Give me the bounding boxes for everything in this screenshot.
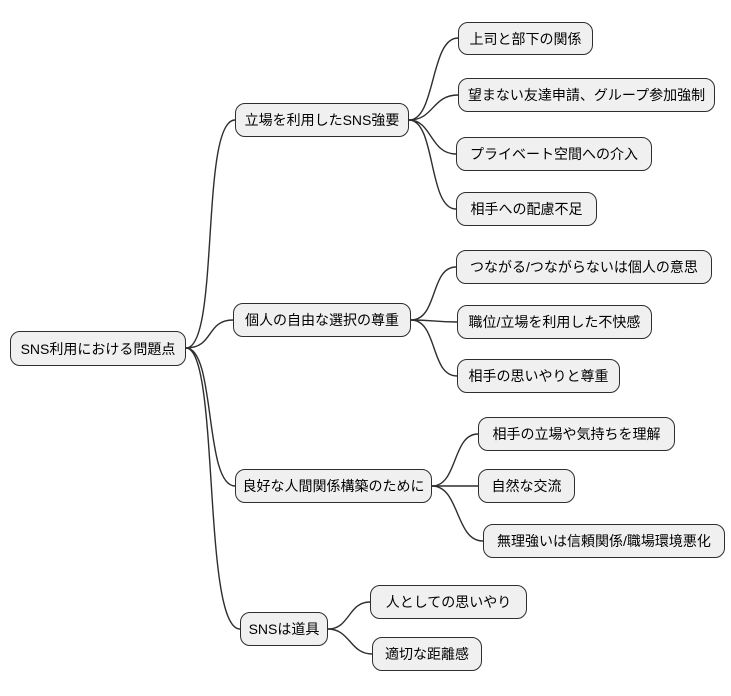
mindmap-leaf-proper-distance: 適切な距離感 [372,637,482,671]
mindmap-node-root: SNS利用における問題点 [10,331,186,366]
mindmap-branch-good-relations: 良好な人間関係構築のために [235,469,432,503]
edge-branch0-leaf3 [408,119,457,210]
edge-root-branch3 [185,347,241,630]
mindmap-leaf-compassion-respect: 相手の思いやりと尊重 [457,359,620,393]
mindmap-branch-sns-is-tool: SNSは道具 [240,612,328,646]
mindmap-leaf-position-discomfort: 職位/立場を利用した不快感 [457,305,652,339]
edge-branch0-leaf2 [408,119,457,155]
mindmap-branch-sns-coercion: 立場を利用したSNS強要 [235,103,409,137]
edge-branch2-leaf0 [431,433,479,487]
edge-branch1-leaf2 [410,319,458,377]
edge-root-branch0 [185,119,236,349]
mindmap-leaf-forcing-worsens: 無理強いは信頼関係/職場環境悪化 [483,524,725,558]
mindmap-leaf-unwanted-requests: 望まない友達申請、グループ参加強制 [458,78,715,112]
mindmap-leaf-understand-feelings: 相手の立場や気持ちを理解 [478,417,675,451]
edge-branch0-leaf0 [408,37,459,121]
mindmap-leaf-human-compassion: 人としての思いやり [370,585,527,619]
edge-branch1-leaf0 [410,266,457,321]
edge-branch3-leaf0 [327,601,371,630]
edge-root-branch1 [185,319,234,349]
mindmap-leaf-natural-exchange: 自然な交流 [478,469,575,503]
edge-root-branch2 [185,347,236,487]
mindmap-leaf-private-space: プライベート空間への介入 [456,137,652,171]
mindmap-branch-free-choice: 個人の自由な選択の尊重 [233,303,411,337]
mindmap-leaf-personal-will: つながる/つながらないは個人の意思 [456,250,712,284]
mindmap-leaf-lack-of-consideration: 相手への配慮不足 [456,192,597,226]
edge-branch2-leaf2 [431,485,484,542]
edge-branch3-leaf1 [327,628,373,655]
edge-branch0-leaf1 [408,94,459,121]
mindmap-leaf-boss-subordinate: 上司と部下の関係 [458,22,593,55]
